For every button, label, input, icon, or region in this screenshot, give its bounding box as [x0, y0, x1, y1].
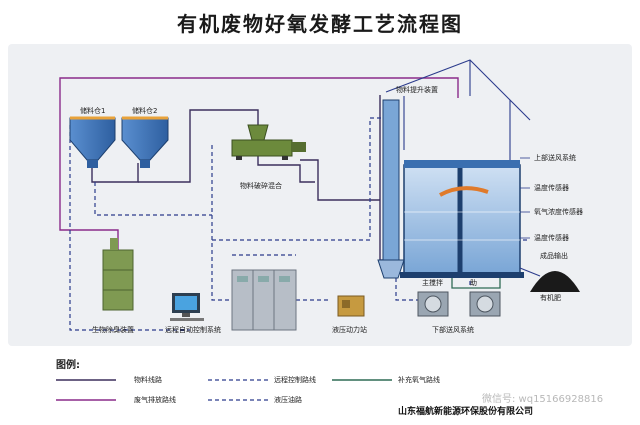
- legend-remote: 远程控制路线: [274, 376, 316, 384]
- legend-exhaust: 废气排放路线: [134, 396, 176, 404]
- label-lower-fan: 下部送风系统: [432, 325, 474, 334]
- label-oxygen-sensor: 氧气浓度传感器: [534, 207, 583, 216]
- control-cabinet: [231, 269, 297, 331]
- label-temp-sensor: 温度传感器: [534, 183, 569, 192]
- label-deodorizer: 生物除臭装置: [92, 325, 134, 334]
- label-temp-sensor-2: 温度传感器: [534, 233, 569, 242]
- silo-1: [69, 116, 116, 168]
- crusher-machine: [231, 124, 306, 160]
- lower-fan-1: [417, 291, 449, 317]
- lift-tower: [377, 99, 405, 279]
- fermenter-vessel: [400, 160, 524, 278]
- sensor-leaders: [520, 157, 530, 239]
- watermark: 微信号: wq15166928816: [482, 394, 604, 405]
- label-crusher: 物料破碎混合: [240, 181, 282, 190]
- lower-fan-2: [469, 291, 501, 317]
- label-hydraulic: 液压动力站: [332, 325, 367, 334]
- deodorizer-unit: [102, 238, 134, 311]
- label-fertilizer: 有机肥: [540, 293, 561, 302]
- label-silo-1: 储料仓1: [80, 106, 105, 115]
- legend-title: 图例:: [56, 360, 80, 371]
- label-output: 成品输出: [540, 251, 568, 260]
- lift-frame: [385, 59, 531, 160]
- legend-oxygen: 补充氧气路线: [398, 376, 440, 384]
- label-control: 远程自动控制系统: [165, 325, 221, 334]
- fertilizer-pile: [519, 267, 580, 292]
- legend-material: 物料线路: [134, 376, 162, 384]
- legend-hydraulic: 液压油路: [274, 396, 302, 404]
- company-name: 山东福航新能源环保股份有限公司: [398, 407, 534, 417]
- hydraulic-station: [337, 295, 365, 317]
- control-computer: [170, 293, 204, 321]
- label-aux: 助: [470, 278, 477, 287]
- exhaust-route: [59, 77, 459, 250]
- page-title: 有机废物好氧发酵工艺流程图: [177, 12, 463, 36]
- label-stir: 主搅拌: [422, 278, 443, 287]
- label-silo-2: 储料仓2: [132, 106, 157, 115]
- silo-2: [121, 116, 169, 168]
- label-upper-fan: 上部送风系统: [534, 153, 576, 162]
- label-lift: 物料提升装置: [396, 85, 438, 94]
